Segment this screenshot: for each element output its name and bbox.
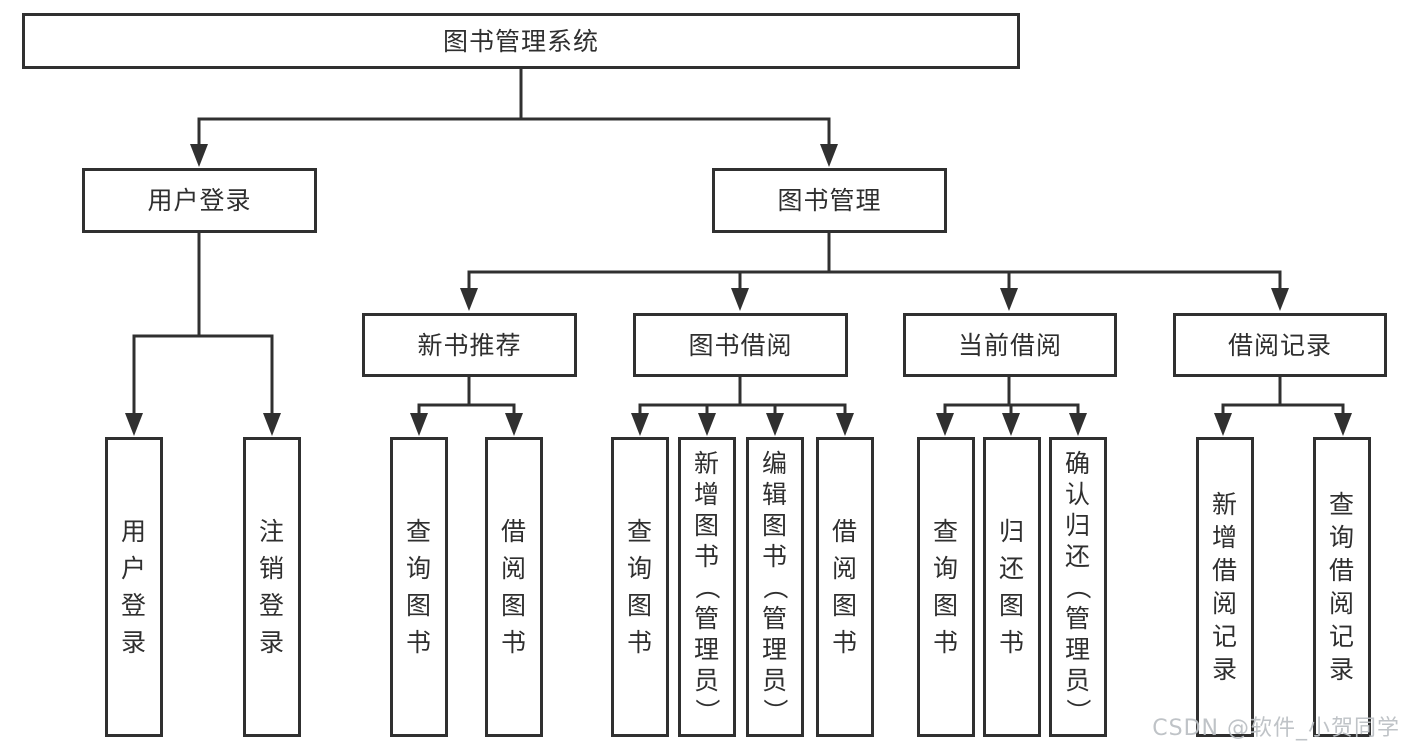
arrowhead: [731, 288, 749, 311]
node-label: 确认归还（管理员）: [1063, 448, 1093, 725]
leaf-user-login: 用户登录: [105, 437, 163, 737]
leaf-query-borrow-record: 查询借阅记录: [1313, 437, 1371, 737]
arrowhead: [1334, 413, 1352, 436]
arrowhead: [631, 413, 649, 436]
arrowheads: [125, 144, 1352, 436]
leaf-confirm-return-admin: 确认归还（管理员）: [1049, 437, 1107, 737]
edge-new-book-to-leaves: [417, 375, 516, 419]
leaf-query-books-borrowing: 查询图书: [611, 437, 669, 737]
node-new-book-recommend: 新书推荐: [362, 313, 577, 377]
node-label: 新增图书（管理员）: [692, 448, 722, 725]
node-label: 注销登录: [258, 517, 285, 657]
node-label: 查询借阅记录: [1328, 490, 1355, 684]
arrowhead: [460, 288, 478, 311]
node-label: 图书管理: [777, 186, 882, 215]
node-current-borrowing: 当前借阅: [903, 313, 1117, 377]
arrowhead: [766, 413, 784, 436]
edge-user-login-to-leaves: [132, 231, 274, 418]
node-label: 新增借阅记录: [1211, 490, 1238, 684]
leaf-logout: 注销登录: [243, 437, 301, 737]
edge-borrow-records-to-leaves: [1221, 375, 1345, 419]
arrowhead: [410, 413, 428, 436]
arrowhead: [1000, 288, 1018, 311]
arrowhead: [1271, 288, 1289, 311]
arrowhead: [836, 413, 854, 436]
arrowhead: [1214, 413, 1232, 436]
node-label: 当前借阅: [957, 330, 1062, 360]
arrowhead: [190, 144, 208, 167]
node-label: 查询图书: [626, 517, 653, 657]
edge-root-to-level2: [197, 67, 831, 152]
node-label: 归还图书: [998, 517, 1025, 657]
node-label: 图书管理系统: [442, 26, 599, 56]
arrowhead: [505, 413, 523, 436]
arrowhead: [698, 413, 716, 436]
tree-edges: [132, 67, 1345, 419]
leaf-borrow-books-recommend: 借阅图书: [485, 437, 543, 737]
arrowhead: [936, 413, 954, 436]
node-book-management: 图书管理: [712, 168, 947, 233]
edge-current-borrow-to-leaves: [943, 375, 1080, 419]
leaf-add-borrow-record: 新增借阅记录: [1196, 437, 1254, 737]
arrowhead: [1069, 413, 1087, 436]
arrowhead: [820, 144, 838, 167]
node-user-login: 用户登录: [82, 168, 317, 233]
edge-book-management-to-level3: [467, 231, 1282, 294]
leaf-query-books-recommend: 查询图书: [390, 437, 448, 737]
node-label: 编辑图书（管理员）: [760, 448, 790, 725]
node-label: 新书推荐: [417, 330, 522, 360]
node-label: 用户登录: [120, 517, 147, 657]
node-label: 借阅记录: [1227, 330, 1332, 360]
arrowhead: [1002, 413, 1020, 436]
csdn-watermark: CSDN @软件_小贺同学: [1152, 716, 1400, 741]
leaf-add-book-admin: 新增图书（管理员）: [678, 437, 736, 737]
node-library-management-system: 图书管理系统: [22, 13, 1020, 69]
node-label: 借阅图书: [831, 517, 858, 657]
arrowhead: [263, 413, 281, 436]
node-book-borrowing: 图书借阅: [633, 313, 848, 377]
node-label: 查询图书: [405, 517, 432, 657]
edge-book-borrow-to-leaves: [638, 375, 847, 419]
node-borrowing-records: 借阅记录: [1173, 313, 1387, 377]
arrowhead: [125, 413, 143, 436]
node-label: 借阅图书: [500, 517, 527, 657]
node-label: 图书借阅: [688, 330, 793, 360]
node-label: 查询图书: [932, 517, 959, 657]
leaf-query-books-current: 查询图书: [917, 437, 975, 737]
leaf-edit-book-admin: 编辑图书（管理员）: [746, 437, 804, 737]
node-label: 用户登录: [147, 186, 252, 215]
leaf-borrow-books: 借阅图书: [816, 437, 874, 737]
leaf-return-books: 归还图书: [983, 437, 1041, 737]
